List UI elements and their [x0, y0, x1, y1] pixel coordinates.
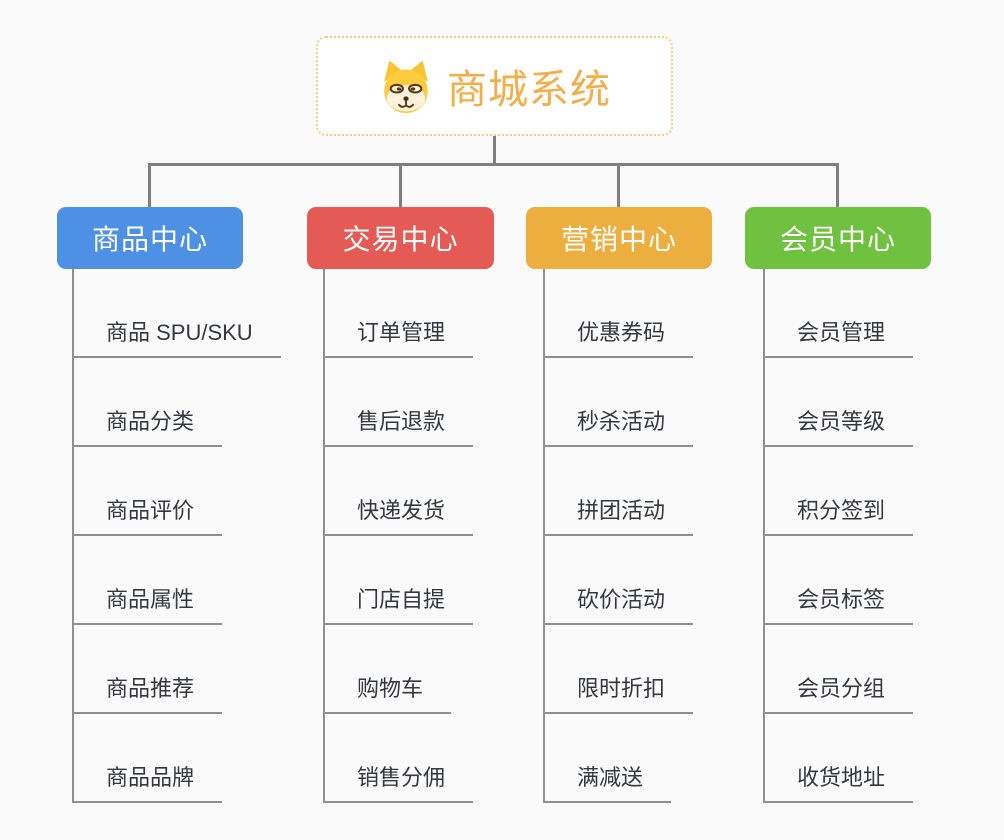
- leaf-node[interactable]: 快递发货: [323, 447, 474, 536]
- branch-label: 商品中心: [91, 224, 208, 255]
- branch-children-member: 会员管理 会员等级 积分签到 会员标签 会员分组 收货地址: [763, 269, 1003, 803]
- dog-icon: [384, 60, 428, 114]
- connector-root-stem: [493, 135, 496, 166]
- leaf-node[interactable]: 商品品牌: [72, 714, 223, 803]
- leaf-node[interactable]: 秒杀活动: [543, 358, 694, 447]
- branch-label: 交易中心: [342, 224, 459, 255]
- leaf-node[interactable]: 优惠券码: [543, 269, 694, 358]
- leaf-node[interactable]: 销售分佣: [323, 714, 474, 803]
- leaf-node[interactable]: 门店自提: [323, 536, 474, 625]
- leaf-node[interactable]: 会员标签: [763, 536, 914, 625]
- connector-trunk: [323, 269, 325, 801]
- leaf-node[interactable]: 积分签到: [763, 447, 914, 536]
- leaf-node[interactable]: 拼团活动: [543, 447, 694, 536]
- leaf-node[interactable]: 收货地址: [763, 714, 914, 803]
- leaf-node[interactable]: 订单管理: [323, 269, 474, 358]
- leaf-node[interactable]: 会员管理: [763, 269, 914, 358]
- branch-label: 会员中心: [779, 224, 896, 255]
- branch-children-product: 商品 SPU/SKU 商品分类 商品评价 商品属性 商品推荐 商品品牌: [72, 269, 312, 803]
- connector-drop-marketing: [617, 164, 620, 208]
- branch-children-transaction: 订单管理 售后退款 快递发货 门店自提 购物车 销售分佣: [323, 269, 563, 803]
- leaf-node[interactable]: 商品推荐: [72, 625, 223, 714]
- connector-drop-product: [148, 164, 151, 208]
- leaf-node[interactable]: 限时折扣: [543, 625, 694, 714]
- root-node[interactable]: 商城系统: [316, 36, 673, 136]
- connector-trunk: [72, 269, 74, 801]
- connector-trunk: [763, 269, 765, 801]
- branch-node-product-center[interactable]: 商品中心: [57, 207, 243, 269]
- connector-drop-member: [836, 164, 839, 208]
- branch-node-marketing-center[interactable]: 营销中心: [526, 207, 712, 269]
- leaf-node[interactable]: 购物车: [323, 625, 452, 714]
- connector-drop-transaction: [399, 164, 402, 208]
- branch-node-member-center[interactable]: 会员中心: [745, 207, 931, 269]
- leaf-node[interactable]: 会员分组: [763, 625, 914, 714]
- leaf-node[interactable]: 商品评价: [72, 447, 223, 536]
- leaf-node[interactable]: 商品 SPU/SKU: [72, 269, 281, 358]
- branch-node-transaction-center[interactable]: 交易中心: [307, 207, 494, 269]
- leaf-node[interactable]: 满减送: [543, 714, 672, 803]
- root-title: 商城系统: [447, 68, 611, 112]
- connector-bus: [148, 163, 839, 166]
- leaf-node[interactable]: 售后退款: [323, 358, 474, 447]
- leaf-node[interactable]: 商品属性: [72, 536, 223, 625]
- branch-label: 营销中心: [560, 224, 677, 255]
- leaf-node[interactable]: 会员等级: [763, 358, 914, 447]
- leaf-node[interactable]: 商品分类: [72, 358, 223, 447]
- leaf-node[interactable]: 砍价活动: [543, 536, 694, 625]
- branch-children-marketing: 优惠券码 秒杀活动 拼团活动 砍价活动 限时折扣 满减送: [543, 269, 783, 803]
- connector-trunk: [543, 269, 545, 801]
